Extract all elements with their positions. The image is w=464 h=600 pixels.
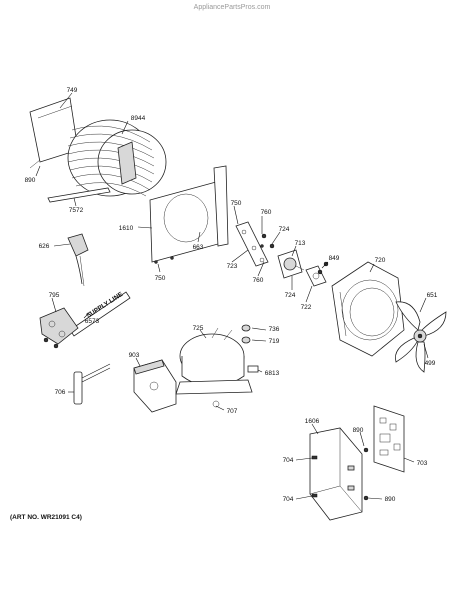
compressor-control-903[interactable] [133,359,177,413]
callout-499: 499 [425,360,436,367]
callout-706: 706 [55,389,66,396]
fan-blade[interactable] [395,301,447,373]
callout-724: 724 [279,226,290,233]
callout-labels: 749 8944 890 7572 1610 750 760 724 713 6… [25,87,438,503]
callout-724b: 724 [285,292,296,299]
fan-motor-713[interactable] [277,249,305,279]
drain-tube-7572[interactable] [47,187,111,203]
callout-722: 722 [301,304,312,311]
site-watermark: AppliancePartsPros.com [194,4,271,11]
callout-707: 707 [227,408,238,415]
callout-626: 626 [39,243,50,250]
callout-651: 651 [427,292,438,299]
callout-720: 720 [375,257,386,264]
callout-760: 760 [261,209,272,216]
control-box-cover-1606[interactable] [309,427,369,521]
callout-890: 890 [25,177,36,184]
callout-750: 750 [231,200,242,207]
compressor-725[interactable] [175,327,253,408]
callout-736: 736 [269,326,280,333]
callout-663: 663 [193,244,204,251]
callout-703: 703 [417,460,428,467]
callout-890b: 890 [353,427,364,434]
callout-6813: 6813 [265,370,280,377]
art-number: (ART NO. WR21091 C4) [10,514,82,521]
fan-shroud[interactable] [331,261,405,357]
control-board-703[interactable] [373,405,405,473]
callout-713: 713 [295,240,306,247]
callout-725: 725 [193,325,204,332]
callout-1610: 1610 [119,225,134,232]
compressor-grommets[interactable] [241,324,259,373]
callout-760b: 760 [253,277,264,284]
callout-1606: 1606 [305,418,320,425]
callout-795: 795 [49,292,60,299]
condenser-coil[interactable] [29,97,167,197]
callout-704b: 704 [283,496,294,503]
condenser-shroud[interactable] [149,165,229,264]
water-supply-line[interactable] [39,291,131,349]
callout-903: 903 [129,352,140,359]
water-valve-626[interactable] [67,233,89,287]
callout-749: 749 [67,87,78,94]
callout-704: 704 [283,457,294,464]
callout-723: 723 [227,263,238,270]
callout-6573: 6573 [85,318,100,325]
leader-lines [35,92,429,500]
callout-7572: 7572 [69,207,84,214]
callout-890c: 890 [385,496,396,503]
fan-motor-bracket[interactable] [235,221,275,267]
callout-719: 719 [269,338,280,345]
callout-849: 849 [329,255,340,262]
fan-motor-mount-722[interactable] [305,261,329,287]
callout-750b: 750 [155,275,166,282]
drain-tube-706[interactable] [73,363,111,405]
callout-8944: 8944 [131,115,146,122]
